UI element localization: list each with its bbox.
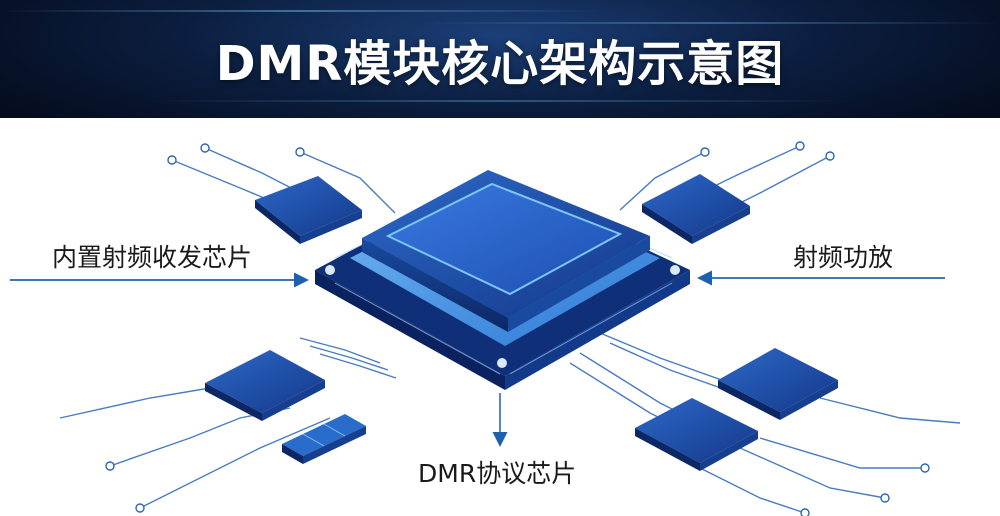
trace-endpoint xyxy=(167,155,177,165)
trace-endpoint xyxy=(295,147,305,157)
light-beam xyxy=(420,22,1000,24)
main-chip xyxy=(315,170,690,390)
chip-illustration xyxy=(10,141,961,516)
trace-endpoint xyxy=(880,493,890,503)
trace-endpoint xyxy=(920,463,930,473)
trace-endpoint xyxy=(700,147,710,157)
trace-endpoint xyxy=(105,461,115,471)
trace-endpoints xyxy=(105,141,930,516)
trace-endpoint xyxy=(795,141,805,151)
trace-endpoint xyxy=(135,503,145,513)
small-chip-top-left xyxy=(255,176,362,244)
title-banner: DMR模块核心架构示意图 xyxy=(0,0,1000,118)
rf-amplifier-label: 射频功放 xyxy=(793,243,894,272)
light-beam xyxy=(0,10,600,12)
small-chip-bottom-right xyxy=(635,398,758,471)
trace-endpoint xyxy=(825,151,835,161)
small-chip-top-right xyxy=(642,174,750,244)
rf-transceiver-label: 内置射频收发芯片 xyxy=(52,243,253,272)
small-chip-bottom-left xyxy=(205,350,325,421)
dmr-protocol-chip-label: DMR协议芯片 xyxy=(418,459,577,488)
trace-endpoint xyxy=(800,508,810,516)
page-title: DMR模块核心架构示意图 xyxy=(215,36,785,92)
light-beam xyxy=(150,100,850,102)
small-chip-right xyxy=(718,348,838,420)
trace-endpoint xyxy=(200,143,210,153)
architecture-diagram: 内置射频收发芯片 射频功放 DMR协议芯片 xyxy=(0,118,1000,516)
capacitor-component xyxy=(282,414,366,464)
